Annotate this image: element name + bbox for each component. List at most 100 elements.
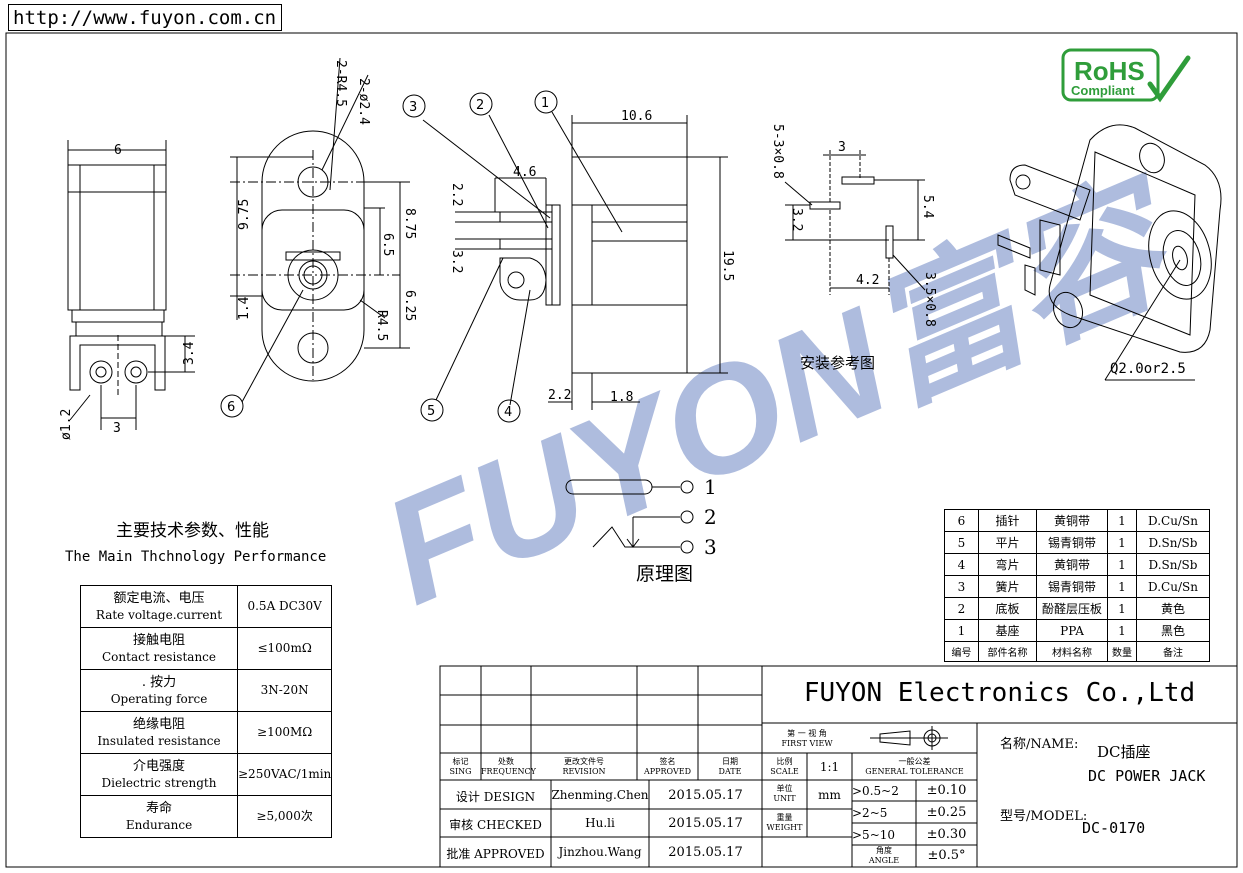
part-qty: 1 [1107,553,1137,576]
dim-slot-bot: 3.5×0.8 [922,272,937,327]
approved-label: 批准 APPROVED [446,847,545,861]
angle-value: ±0.5° [927,848,966,863]
dim-14: 1.4 [237,296,252,320]
design-label: 设计 DESIGN [455,790,536,804]
dim-pin-pitch: 3 [113,421,121,436]
part-no: 5 [944,531,979,554]
rohs-badge: RoHS Compliant [1061,48,1191,103]
dim-r45: R4.5 [374,310,389,341]
spec-value: ≥100MΩ [236,711,333,754]
dim-mount-42: 4.2 [856,273,879,288]
part-material: 锡青铜带 [1036,531,1108,554]
product-name-cn: DC插座 [1097,743,1151,761]
part-no: 1 [944,619,979,642]
part-material: 锡青铜带 [1036,575,1108,598]
checker-name: Hu.li [585,816,615,830]
dim-18: 1.8 [610,390,633,405]
part-name: 平片 [978,531,1037,554]
dim-side-height: 3.4 [182,341,197,365]
balloon-3: 3 [409,100,417,115]
dim-mount-3: 3 [838,140,846,155]
spec-label-cn: 额定电流、电压 [113,590,205,606]
tolerance-range: >2~5 [852,806,888,820]
body-view [548,111,728,410]
website-url: http://www.fuyon.com.cn [8,4,282,31]
spec-label-cn: 介电强度 [132,758,185,774]
balloon-2: 2 [476,98,484,113]
balloon-6: 6 [227,400,235,415]
title-block-grid [439,665,1238,868]
part-name: 底板 [978,597,1037,620]
mount-caption: 安装参考图 [800,354,875,372]
scale-en: SCALE [770,767,799,776]
part-material: 黄铜带 [1036,509,1108,532]
part-remark: 黄色 [1136,597,1210,620]
rev-header-en: REVISION [562,767,606,776]
dim-106: 10.6 [621,109,652,124]
schematic-pin-1: 1 [704,475,717,499]
design-date: 2015.05.17 [668,788,743,803]
approved-date: 2015.05.17 [668,845,743,860]
rohs-title: RoHS [1074,56,1145,86]
product-name-en: DC POWER JACK [1088,767,1206,785]
approver-name: Jinzhou.Wang [558,845,642,859]
parts-table: 6 插针 黄铜带 1 D.Cu/Sn 5 平片 锡青铜带 1 D.Sn/Sb 4… [944,509,1210,662]
checked-label: 审核 CHECKED [449,818,542,832]
spec-value: ≥250VAC/1min [236,753,333,796]
scale-cn: 比例 [776,757,793,766]
schematic [565,479,694,554]
tolerance-range: >5~10 [852,828,896,842]
part-remark: 黑色 [1136,619,1210,642]
balloon-5: 5 [427,404,435,419]
name-label: 名称/NAME: [1000,737,1079,752]
column-header: 材料名称 [1036,641,1108,662]
tolerance-value: ±0.30 [926,827,967,842]
part-name: 簧片 [978,575,1037,598]
column-header: 备注 [1136,641,1210,662]
dim-2-hole: 2-ø2.4 [356,78,371,125]
angle-en: ANGLE [868,856,900,865]
mid-section-view [422,114,561,406]
balloon-4: 4 [504,405,512,420]
schematic-pin-3: 3 [704,535,717,559]
spec-label-en: Rate voltage.current [95,607,223,622]
dim-22: 2.2 [449,183,464,206]
rev-header-en: DATE [718,767,742,776]
schematic-caption: 原理图 [636,563,693,585]
part-no: 2 [944,597,979,620]
dim-mount-32: 3.2 [789,208,804,231]
tolerance-range: >0.5~2 [852,784,899,798]
balloon-1: 1 [541,96,549,111]
side-view [67,140,195,430]
checked-date: 2015.05.17 [668,816,743,831]
spec-value: ≤100mΩ [236,627,333,670]
part-name: 插针 [978,509,1037,532]
spec-value: ≥5,000次 [236,795,333,838]
spec-title-en: The Main Thchnology Performance [65,549,326,565]
dim-32: 3.2 [449,250,464,273]
part-remark: D.Cu/Sn [1136,575,1210,598]
table-row: 2 底板 酚醛层压板 1 黄色 [944,597,1210,620]
front-view [230,57,410,403]
weight-cn: 重量 [776,813,793,822]
spec-value: 0.5A DC30V [236,585,333,628]
rev-header-en: SING [449,767,472,776]
part-material: PPA [1036,619,1108,642]
table-row: 5 平片 锡青铜带 1 D.Sn/Sb [944,531,1210,554]
dim-22b: 2.2 [548,388,571,403]
spec-value: 3N-20N [236,669,333,712]
model-label: 型号/MODEL: [1000,809,1088,824]
pin-option: Q2.0or2.5 [1110,361,1186,377]
rev-header-cn: 标记 [452,757,469,766]
part-name: 弯片 [978,553,1037,576]
dim-46: 4.6 [513,165,536,180]
rohs-sub: Compliant [1071,83,1135,98]
